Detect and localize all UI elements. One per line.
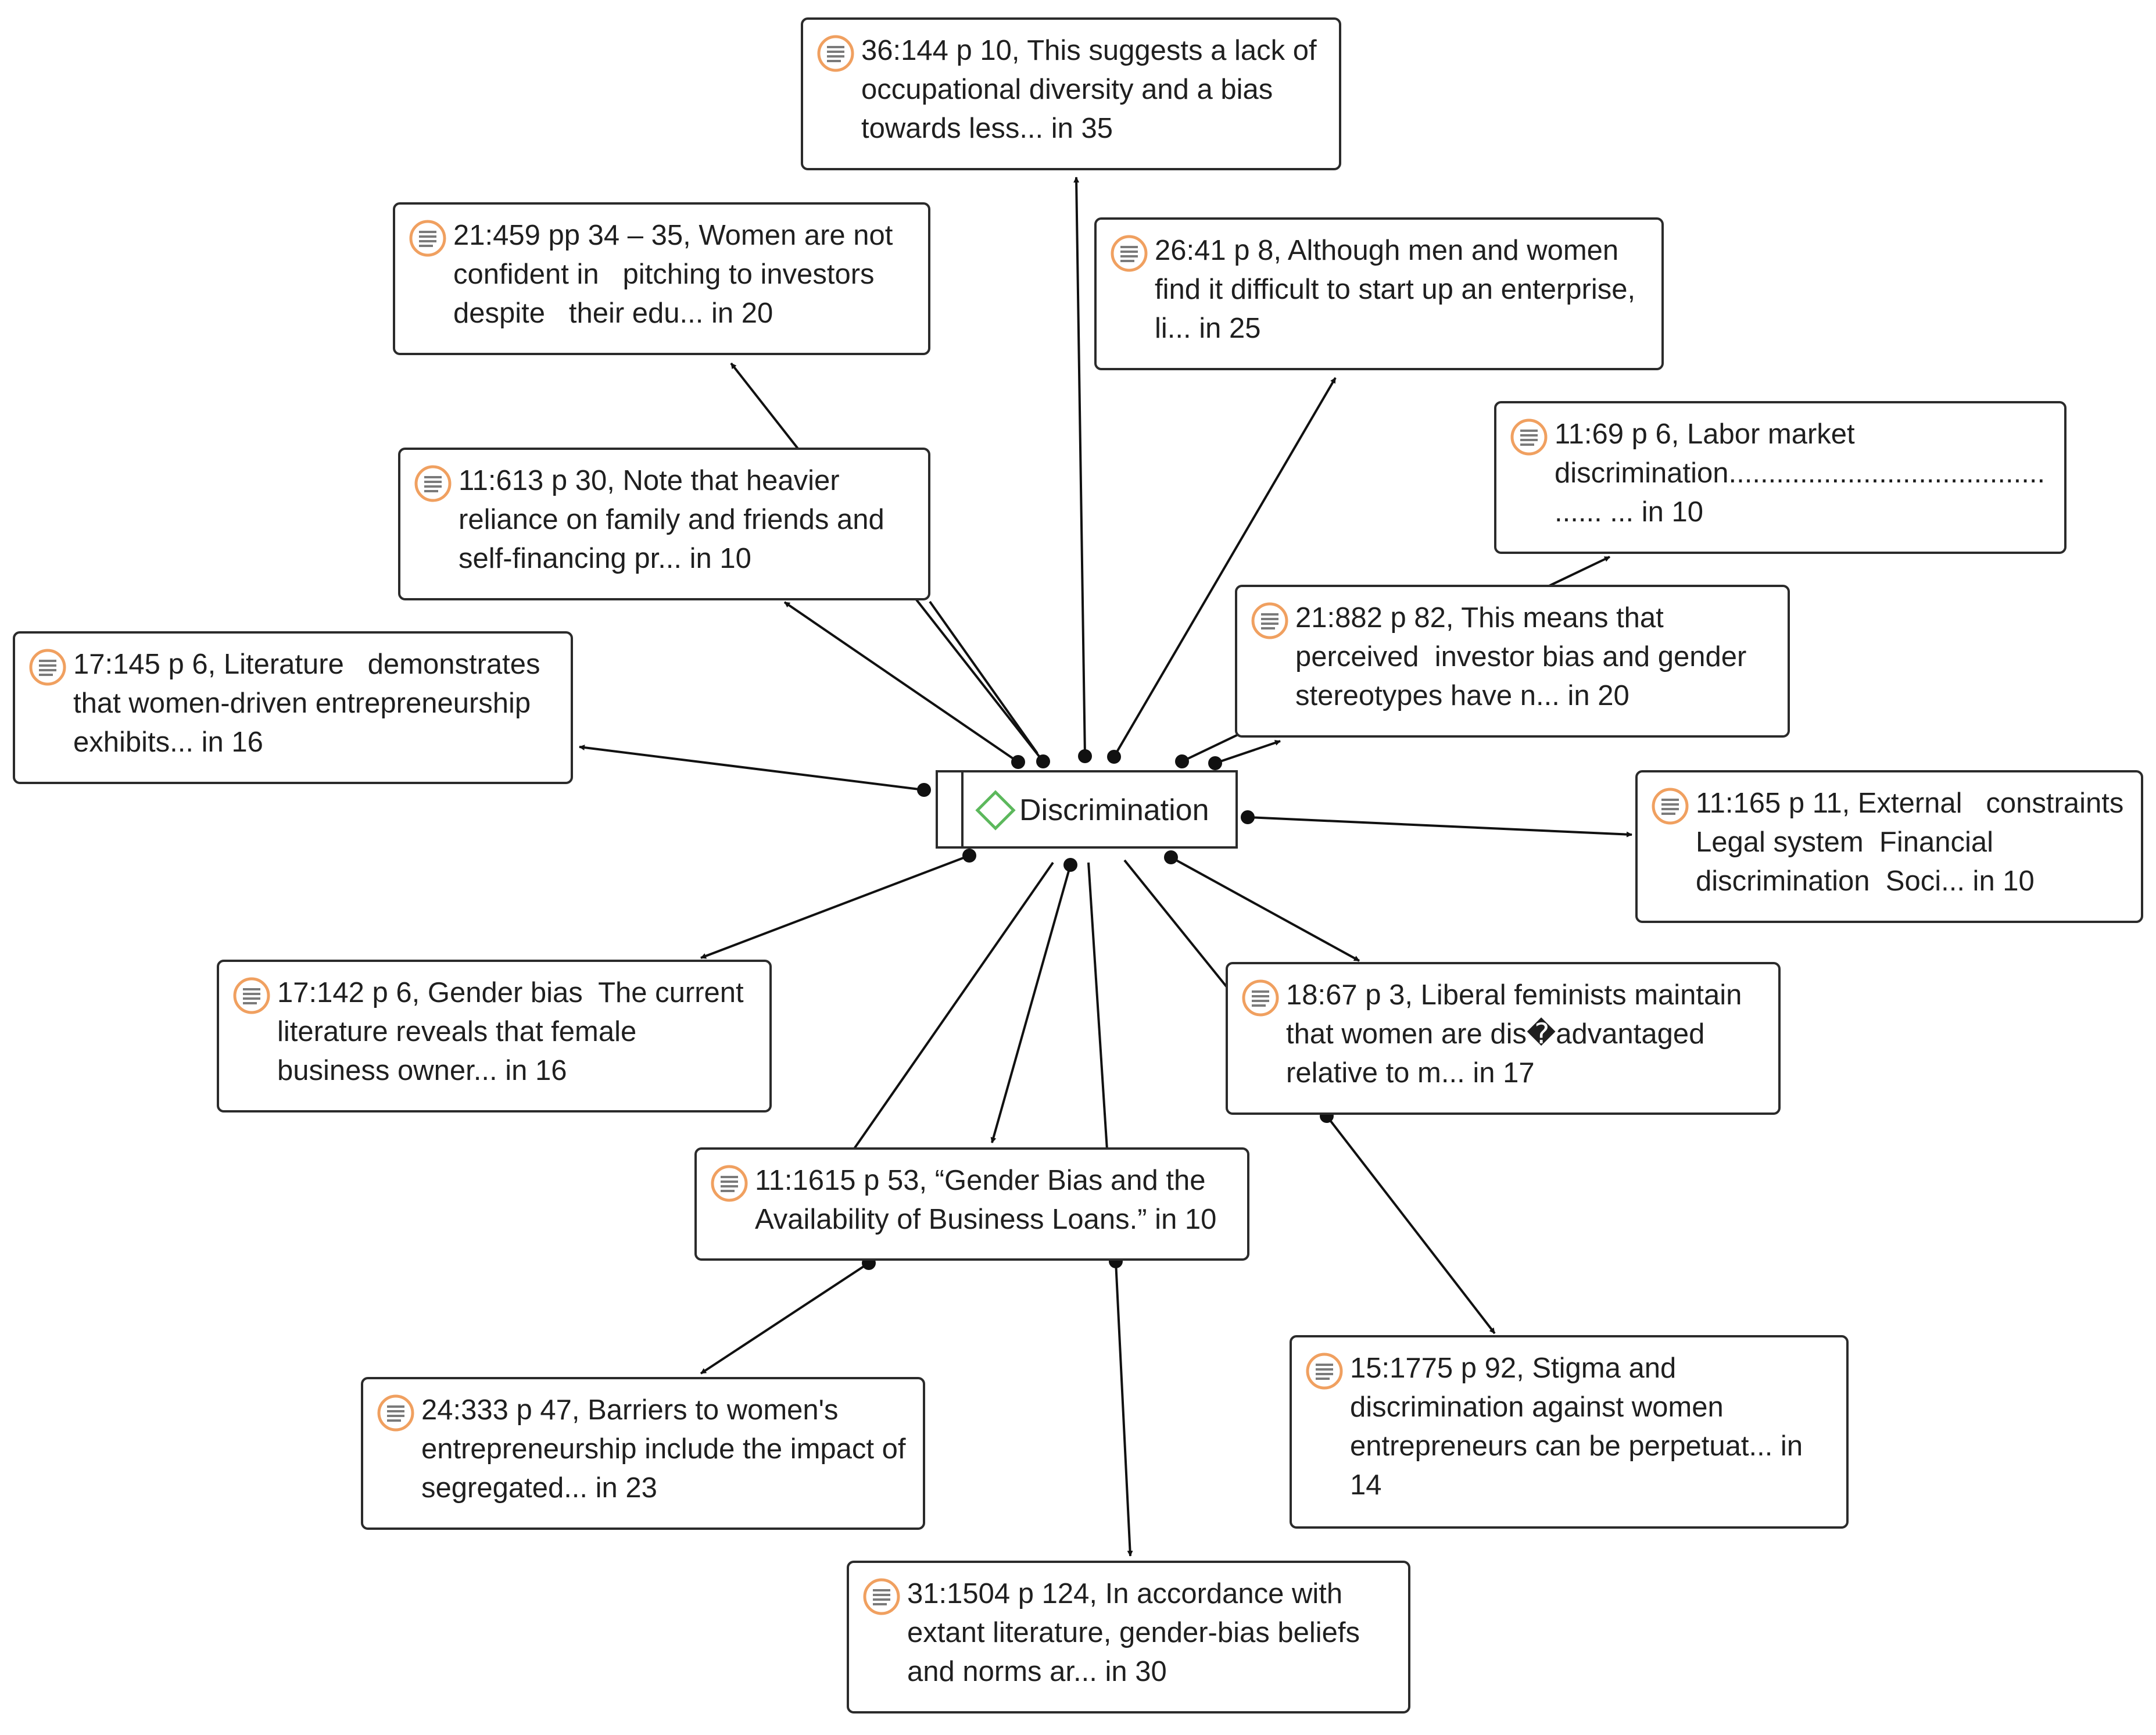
link-arrow (579, 745, 925, 791)
quotation-node[interactable]: 24:333 p 47, Barriers to women's entrepr… (361, 1377, 925, 1530)
quotation-document-icon (233, 977, 270, 1014)
link-anchor-dot (1011, 755, 1025, 769)
link-arrow (1215, 740, 1281, 764)
quotation-node[interactable]: 11:165 p 11, External constraints Legal … (1635, 770, 2143, 923)
quotation-text: 36:144 p 10, This suggests a lack of occ… (861, 35, 1325, 144)
quotation-node[interactable]: 18:67 p 3, Liberal feminists maintain th… (1226, 962, 1781, 1115)
link-anchor-dot (1036, 754, 1050, 768)
quotation-text: 26:41 p 8, Although men and women find i… (1155, 235, 1643, 344)
quotation-document-icon (1111, 235, 1148, 272)
quotation-document-icon (711, 1165, 748, 1202)
code-node-divider (961, 772, 964, 846)
quotation-text: 11:1615 p 53, “Gender Bias and the Avail… (755, 1165, 1217, 1235)
link-arrow (1073, 177, 1086, 757)
link-segment (1087, 862, 1108, 1150)
link-arrow (700, 1262, 870, 1375)
link-anchor-dot (1208, 756, 1222, 770)
quotation-node[interactable]: 11:1615 p 53, “Gender Bias and the Avail… (694, 1147, 1249, 1261)
quotation-document-icon (1306, 1353, 1343, 1390)
quotation-document-icon (29, 649, 66, 686)
quotation-text: 17:145 p 6, Literature demonstrates that… (73, 649, 549, 758)
quotation-node[interactable]: 26:41 p 8, Although men and women find i… (1094, 217, 1664, 370)
link-arrow (783, 601, 1019, 763)
quotation-text: 21:459 pp 34 – 35, Women are not confide… (453, 220, 901, 329)
quotation-node[interactable]: 11:69 p 6, Labor market discrimination..… (1494, 401, 2067, 554)
quotation-text: 15:1775 p 92, Stigma and discrimination … (1350, 1353, 1811, 1501)
quotation-node[interactable]: 21:882 p 82, This means that perceived i… (1235, 585, 1790, 738)
link-anchor-dot (1063, 858, 1077, 872)
quotation-document-icon (377, 1394, 414, 1432)
quotation-text: 21:882 p 82, This means that perceived i… (1295, 602, 1754, 711)
quotation-text: 18:67 p 3, Liberal feminists maintain th… (1286, 979, 1750, 1089)
quotation-text: 11:165 p 11, External constraints Legal … (1696, 788, 2132, 897)
quotation-node[interactable]: 36:144 p 10, This suggests a lack of occ… (801, 17, 1341, 170)
quotation-document-icon (1652, 788, 1689, 825)
link-anchor-dot (962, 849, 976, 863)
link-anchor-dot (1175, 754, 1189, 768)
quotation-text: 24:333 p 47, Barriers to women's entrepr… (421, 1394, 914, 1504)
quotation-document-icon (1242, 979, 1279, 1017)
quotation-document-icon (1510, 418, 1548, 456)
link-segment (1123, 859, 1230, 991)
link-arrow (1170, 856, 1360, 962)
code-diamond-icon (975, 790, 1016, 831)
link-arrow (1113, 377, 1337, 758)
link-arrow (700, 854, 970, 959)
quotation-text: 11:69 p 6, Labor market discrimination..… (1555, 418, 2046, 528)
link-arrow (1115, 1261, 1133, 1557)
quotation-node[interactable]: 11:613 p 30, Note that heavier reliance … (398, 448, 930, 600)
link-arrow (1326, 1115, 1496, 1335)
quotation-text: 11:613 p 30, Note that heavier reliance … (459, 465, 893, 574)
quotation-text: 31:1504 p 124, In accordance with extant… (907, 1578, 1368, 1687)
link-arrow (990, 864, 1072, 1143)
quotation-node[interactable]: 17:142 p 6, Gender bias The current lite… (217, 960, 772, 1112)
link-anchor-dot (1241, 810, 1255, 824)
quotation-document-icon (1251, 602, 1288, 639)
link-anchor-dot (1107, 750, 1121, 764)
quotation-document-icon (414, 465, 452, 502)
code-label: Discrimination (1019, 793, 1209, 827)
quotation-document-icon (863, 1578, 900, 1615)
link-segment (853, 861, 1054, 1150)
quotation-node[interactable]: 31:1504 p 124, In accordance with extant… (847, 1561, 1410, 1713)
link-anchor-dot (1164, 850, 1178, 864)
quotation-text: 17:142 p 6, Gender bias The current lite… (277, 977, 752, 1086)
quotation-node[interactable]: 15:1775 p 92, Stigma and discrimination … (1290, 1335, 1849, 1529)
quotation-node[interactable]: 17:145 p 6, Literature demonstrates that… (13, 631, 573, 784)
link-anchor-dot (917, 783, 931, 797)
quotation-node[interactable]: 21:459 pp 34 – 35, Women are not confide… (393, 202, 930, 355)
quotation-document-icon (409, 220, 446, 257)
code-node-discrimination[interactable]: Discrimination (936, 770, 1238, 849)
link-anchor-dot (1078, 749, 1092, 763)
link-arrow (1247, 816, 1632, 838)
link-segment (929, 600, 1038, 754)
quotation-document-icon (817, 35, 854, 72)
